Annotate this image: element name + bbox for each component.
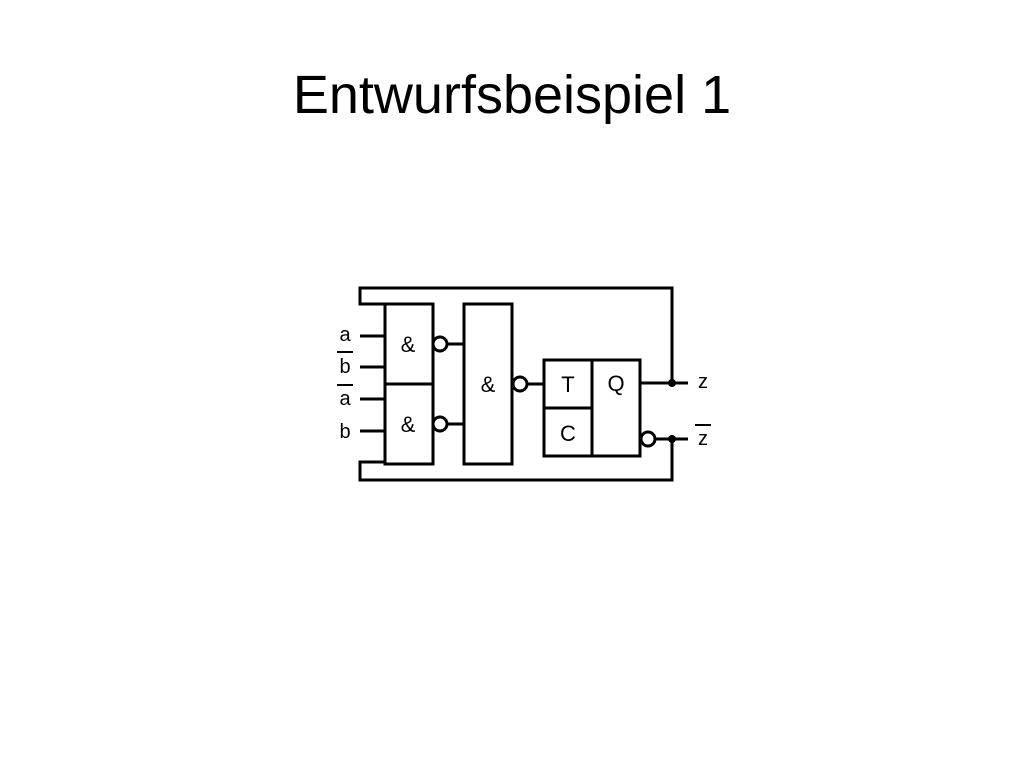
- input-label-a2: a: [339, 388, 351, 410]
- gate-symbol-nand-top: &: [401, 332, 416, 357]
- q-output-label: Q: [607, 371, 624, 396]
- output-label-z-not: z: [698, 428, 708, 450]
- input-label-b2: b: [339, 421, 350, 443]
- t-flipflop-output-block: [590, 358, 642, 458]
- gate-symbol-nand-combine: &: [481, 372, 496, 397]
- gate-symbol-nand-bottom: &: [401, 412, 416, 437]
- input-label-a1: a: [339, 324, 351, 346]
- inversion-bubble-q-not: [639, 430, 657, 448]
- slide-title: Entwurfsbeispiel 1: [292, 65, 732, 125]
- t-input-label: T: [561, 372, 574, 397]
- junction-dot-q-not: [668, 435, 676, 443]
- inversion-bubble-combine: [511, 375, 529, 393]
- input-label-b1: b: [339, 356, 350, 378]
- inversion-bubble-bottom: [431, 415, 449, 433]
- feedback-wire-top: [358, 286, 674, 383]
- junction-dot-q: [668, 379, 676, 387]
- c-input-label: C: [560, 421, 576, 446]
- feedback-wire-bottom: [358, 439, 674, 482]
- output-label-z: z: [698, 371, 708, 393]
- inversion-bubble-top: [431, 335, 449, 353]
